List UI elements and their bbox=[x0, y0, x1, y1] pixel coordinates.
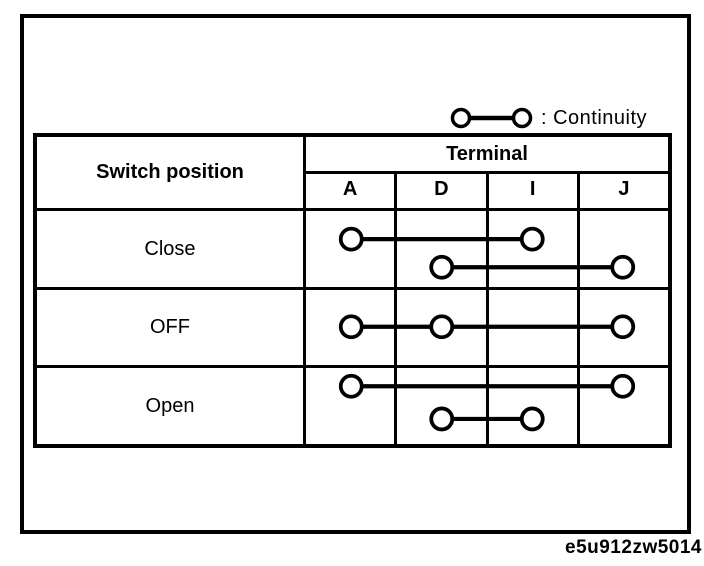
terminal-col-header-a: A bbox=[342, 178, 358, 200]
terminal-cell bbox=[485, 368, 577, 444]
switch-position-label: OFF bbox=[37, 290, 306, 365]
terminal-area bbox=[306, 290, 668, 365]
table-header-row: Switch position Terminal A D I J bbox=[37, 137, 668, 208]
terminal-area bbox=[306, 368, 668, 444]
terminal-group-header: Terminal bbox=[306, 137, 668, 174]
table-row-close: Close bbox=[37, 208, 668, 287]
terminal-col-header-j: J bbox=[576, 174, 668, 208]
terminal-cell bbox=[394, 368, 485, 444]
table-row-open: Open bbox=[37, 365, 668, 444]
table-row-off: OFF bbox=[37, 287, 668, 365]
switch-position-header: Switch position bbox=[37, 137, 306, 208]
legend-label: : Continuity bbox=[541, 106, 648, 129]
terminal-area bbox=[306, 211, 668, 287]
continuity-marks bbox=[338, 226, 636, 280]
terminal-col-header-i: I bbox=[485, 174, 577, 208]
terminal-letters-row: A D I J bbox=[306, 174, 668, 208]
diagram-frame: : Continuity Switch position Terminal A … bbox=[20, 14, 691, 534]
continuity-table: Switch position Terminal A D I J Close bbox=[33, 133, 672, 448]
switch-position-label: Open bbox=[37, 368, 306, 444]
terminal-cell bbox=[485, 211, 577, 287]
continuity-symbol-icon bbox=[450, 107, 533, 129]
switch-position-label: Close bbox=[37, 211, 306, 287]
terminal-col-header-d: D bbox=[394, 174, 485, 208]
terminal-header-group: Terminal A D I J bbox=[306, 137, 668, 208]
terminal-cell bbox=[576, 211, 668, 287]
continuity-legend: : Continuity bbox=[449, 102, 647, 134]
continuity-marks bbox=[338, 373, 636, 432]
figure-code: e5u912zw5014 bbox=[565, 537, 702, 558]
terminal-cell bbox=[394, 211, 485, 287]
continuity-marks bbox=[338, 314, 636, 340]
terminal-cell bbox=[576, 368, 668, 444]
